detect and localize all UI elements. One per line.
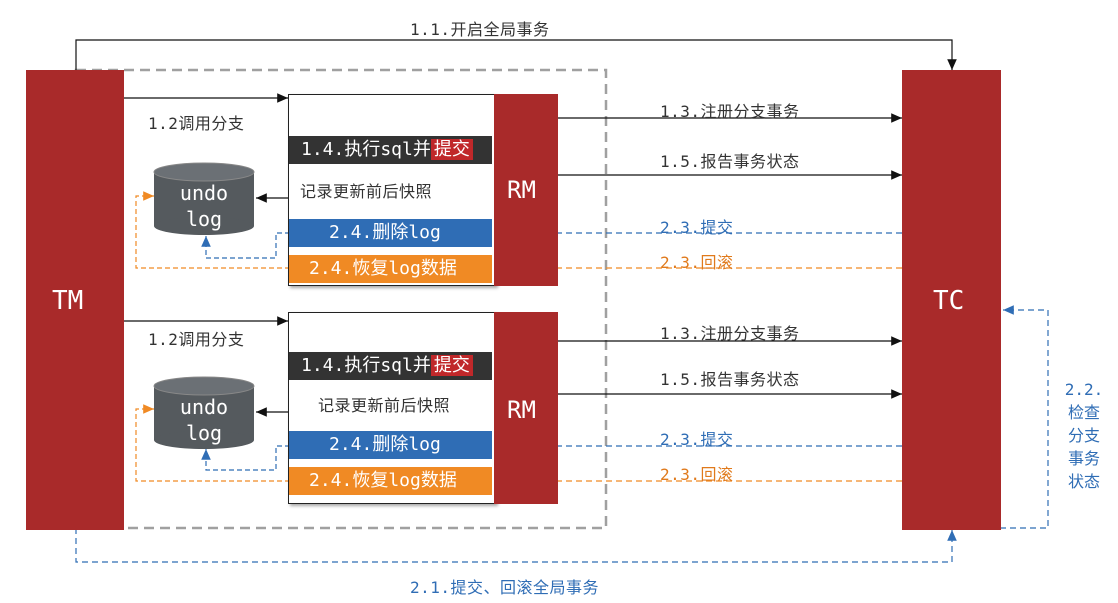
check-status-line: 2.2.	[1064, 380, 1104, 399]
tm-label: TM	[52, 286, 84, 316]
rm-node: RM	[494, 312, 558, 504]
begin-global-arrow	[75, 39, 957, 70]
restore-log-arrow-1	[135, 191, 290, 269]
snapshot-label: 记录更新前后快照	[300, 182, 433, 201]
undo-log-line: undo	[179, 181, 229, 205]
delete-log-strip: 2.4.删除log	[289, 219, 492, 247]
exec-sql-strip: 1.4.执行sql并提交	[289, 352, 492, 380]
check-status-label: 2.2. 检查 分支 事务 状态	[1062, 378, 1106, 493]
commit-label: 2.3.提交	[660, 430, 734, 449]
undo-log-line: undo	[179, 395, 229, 419]
exec-sql-label: 1.4.执行sql并	[301, 355, 431, 376]
rollback-label: 2.3.回滚	[660, 253, 734, 272]
delete-log-label: 2.4.删除log	[329, 434, 441, 455]
exec-sql-strip: 1.4.执行sql并提交	[289, 136, 492, 164]
rm-label: RM	[507, 176, 536, 204]
restore-log-label: 2.4.恢复log数据	[309, 470, 457, 491]
delete-log-arrow-2	[201, 445, 290, 471]
register-branch-label: 1.3.注册分支事务	[660, 324, 800, 343]
exec-sql-label: 1.4.执行sql并	[301, 139, 431, 160]
undo-log-label: undo log	[154, 394, 254, 446]
undo-log-label: undo log	[154, 180, 254, 232]
check-status-line: 事务	[1067, 449, 1100, 468]
exec-sql-highlight: 提交	[430, 355, 473, 376]
call-branch-label: 1.2调用分支	[148, 114, 245, 133]
rm-panel	[288, 94, 496, 286]
check-status-arrow	[1000, 305, 1049, 529]
delete-log-strip: 2.4.删除log	[289, 431, 492, 459]
undo-log-line: log	[185, 421, 223, 445]
restore-log-label: 2.4.恢复log数据	[309, 258, 457, 279]
rm-node: RM	[494, 94, 558, 286]
check-status-line: 状态	[1067, 472, 1100, 491]
commit-global-label: 2.1.提交、回滚全局事务	[410, 578, 600, 597]
snapshot-label: 记录更新前后快照	[318, 396, 451, 415]
check-status-line: 检查	[1067, 403, 1100, 422]
restore-log-strip: 2.4.恢复log数据	[289, 467, 492, 495]
register-branch-label: 1.3.注册分支事务	[660, 102, 800, 121]
undo-log-db-2	[153, 376, 255, 449]
rm-label: RM	[507, 396, 536, 424]
commit-label: 2.3.提交	[660, 218, 734, 237]
rollback-label: 2.3.回滚	[660, 465, 734, 484]
tm-node: TM	[26, 70, 124, 530]
commit-global-arrow	[75, 528, 957, 563]
begin-global-label: 1.1.开启全局事务	[410, 20, 550, 39]
undo-log-line: log	[185, 207, 223, 231]
report-status-label: 1.5.报告事务状态	[660, 152, 800, 171]
restore-log-arrow-2	[135, 404, 290, 482]
tc-label: TC	[933, 286, 965, 316]
undo-log-db-1	[153, 162, 255, 235]
call-branch-label: 1.2调用分支	[148, 330, 245, 349]
report-status-label: 1.5.报告事务状态	[660, 370, 800, 389]
delete-log-label: 2.4.删除log	[329, 222, 441, 243]
restore-log-strip: 2.4.恢复log数据	[289, 255, 492, 283]
exec-sql-highlight: 提交	[430, 139, 473, 160]
tc-node: TC	[902, 70, 1001, 530]
delete-log-arrow-1	[201, 232, 290, 259]
check-status-line: 分支	[1067, 426, 1100, 445]
